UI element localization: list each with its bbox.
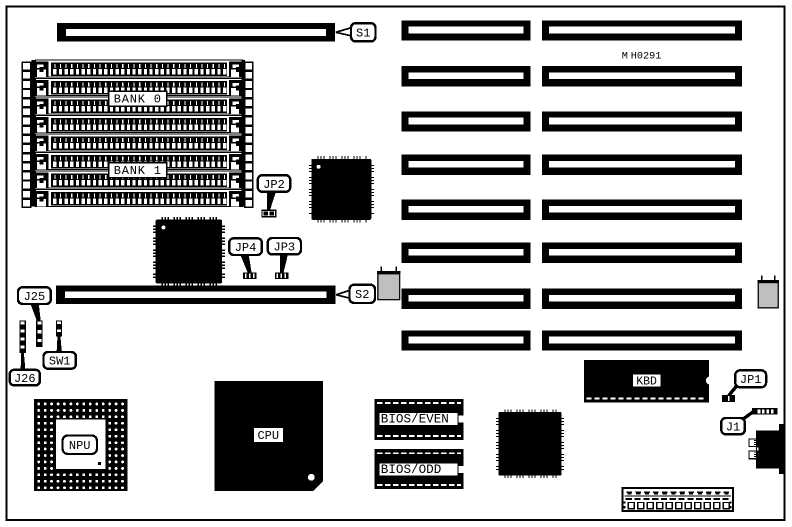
svg-text:H0291: H0291 bbox=[631, 51, 662, 62]
svg-text:SW1: SW1 bbox=[49, 355, 71, 369]
svg-text:JP2: JP2 bbox=[263, 178, 285, 192]
svg-text:JP1: JP1 bbox=[740, 373, 762, 387]
svg-text:CPU: CPU bbox=[257, 429, 279, 443]
svg-text:KBD: KBD bbox=[636, 375, 657, 388]
svg-text:J1: J1 bbox=[726, 420, 740, 434]
svg-text:BIOS/ODD: BIOS/ODD bbox=[381, 463, 441, 477]
svg-text:S2: S2 bbox=[355, 288, 369, 302]
svg-text:NPU: NPU bbox=[69, 439, 91, 453]
svg-text:J25: J25 bbox=[24, 290, 46, 304]
svg-text:BIOS/EVEN: BIOS/EVEN bbox=[381, 413, 449, 427]
svg-text:JP4: JP4 bbox=[235, 241, 257, 255]
svg-text:M: M bbox=[622, 51, 628, 62]
svg-text:J26: J26 bbox=[14, 372, 36, 386]
svg-text:S1: S1 bbox=[356, 27, 370, 41]
svg-text:BANK 1: BANK 1 bbox=[114, 164, 162, 178]
svg-text:BANK 0: BANK 0 bbox=[114, 93, 162, 107]
svg-text:JP3: JP3 bbox=[274, 241, 296, 255]
